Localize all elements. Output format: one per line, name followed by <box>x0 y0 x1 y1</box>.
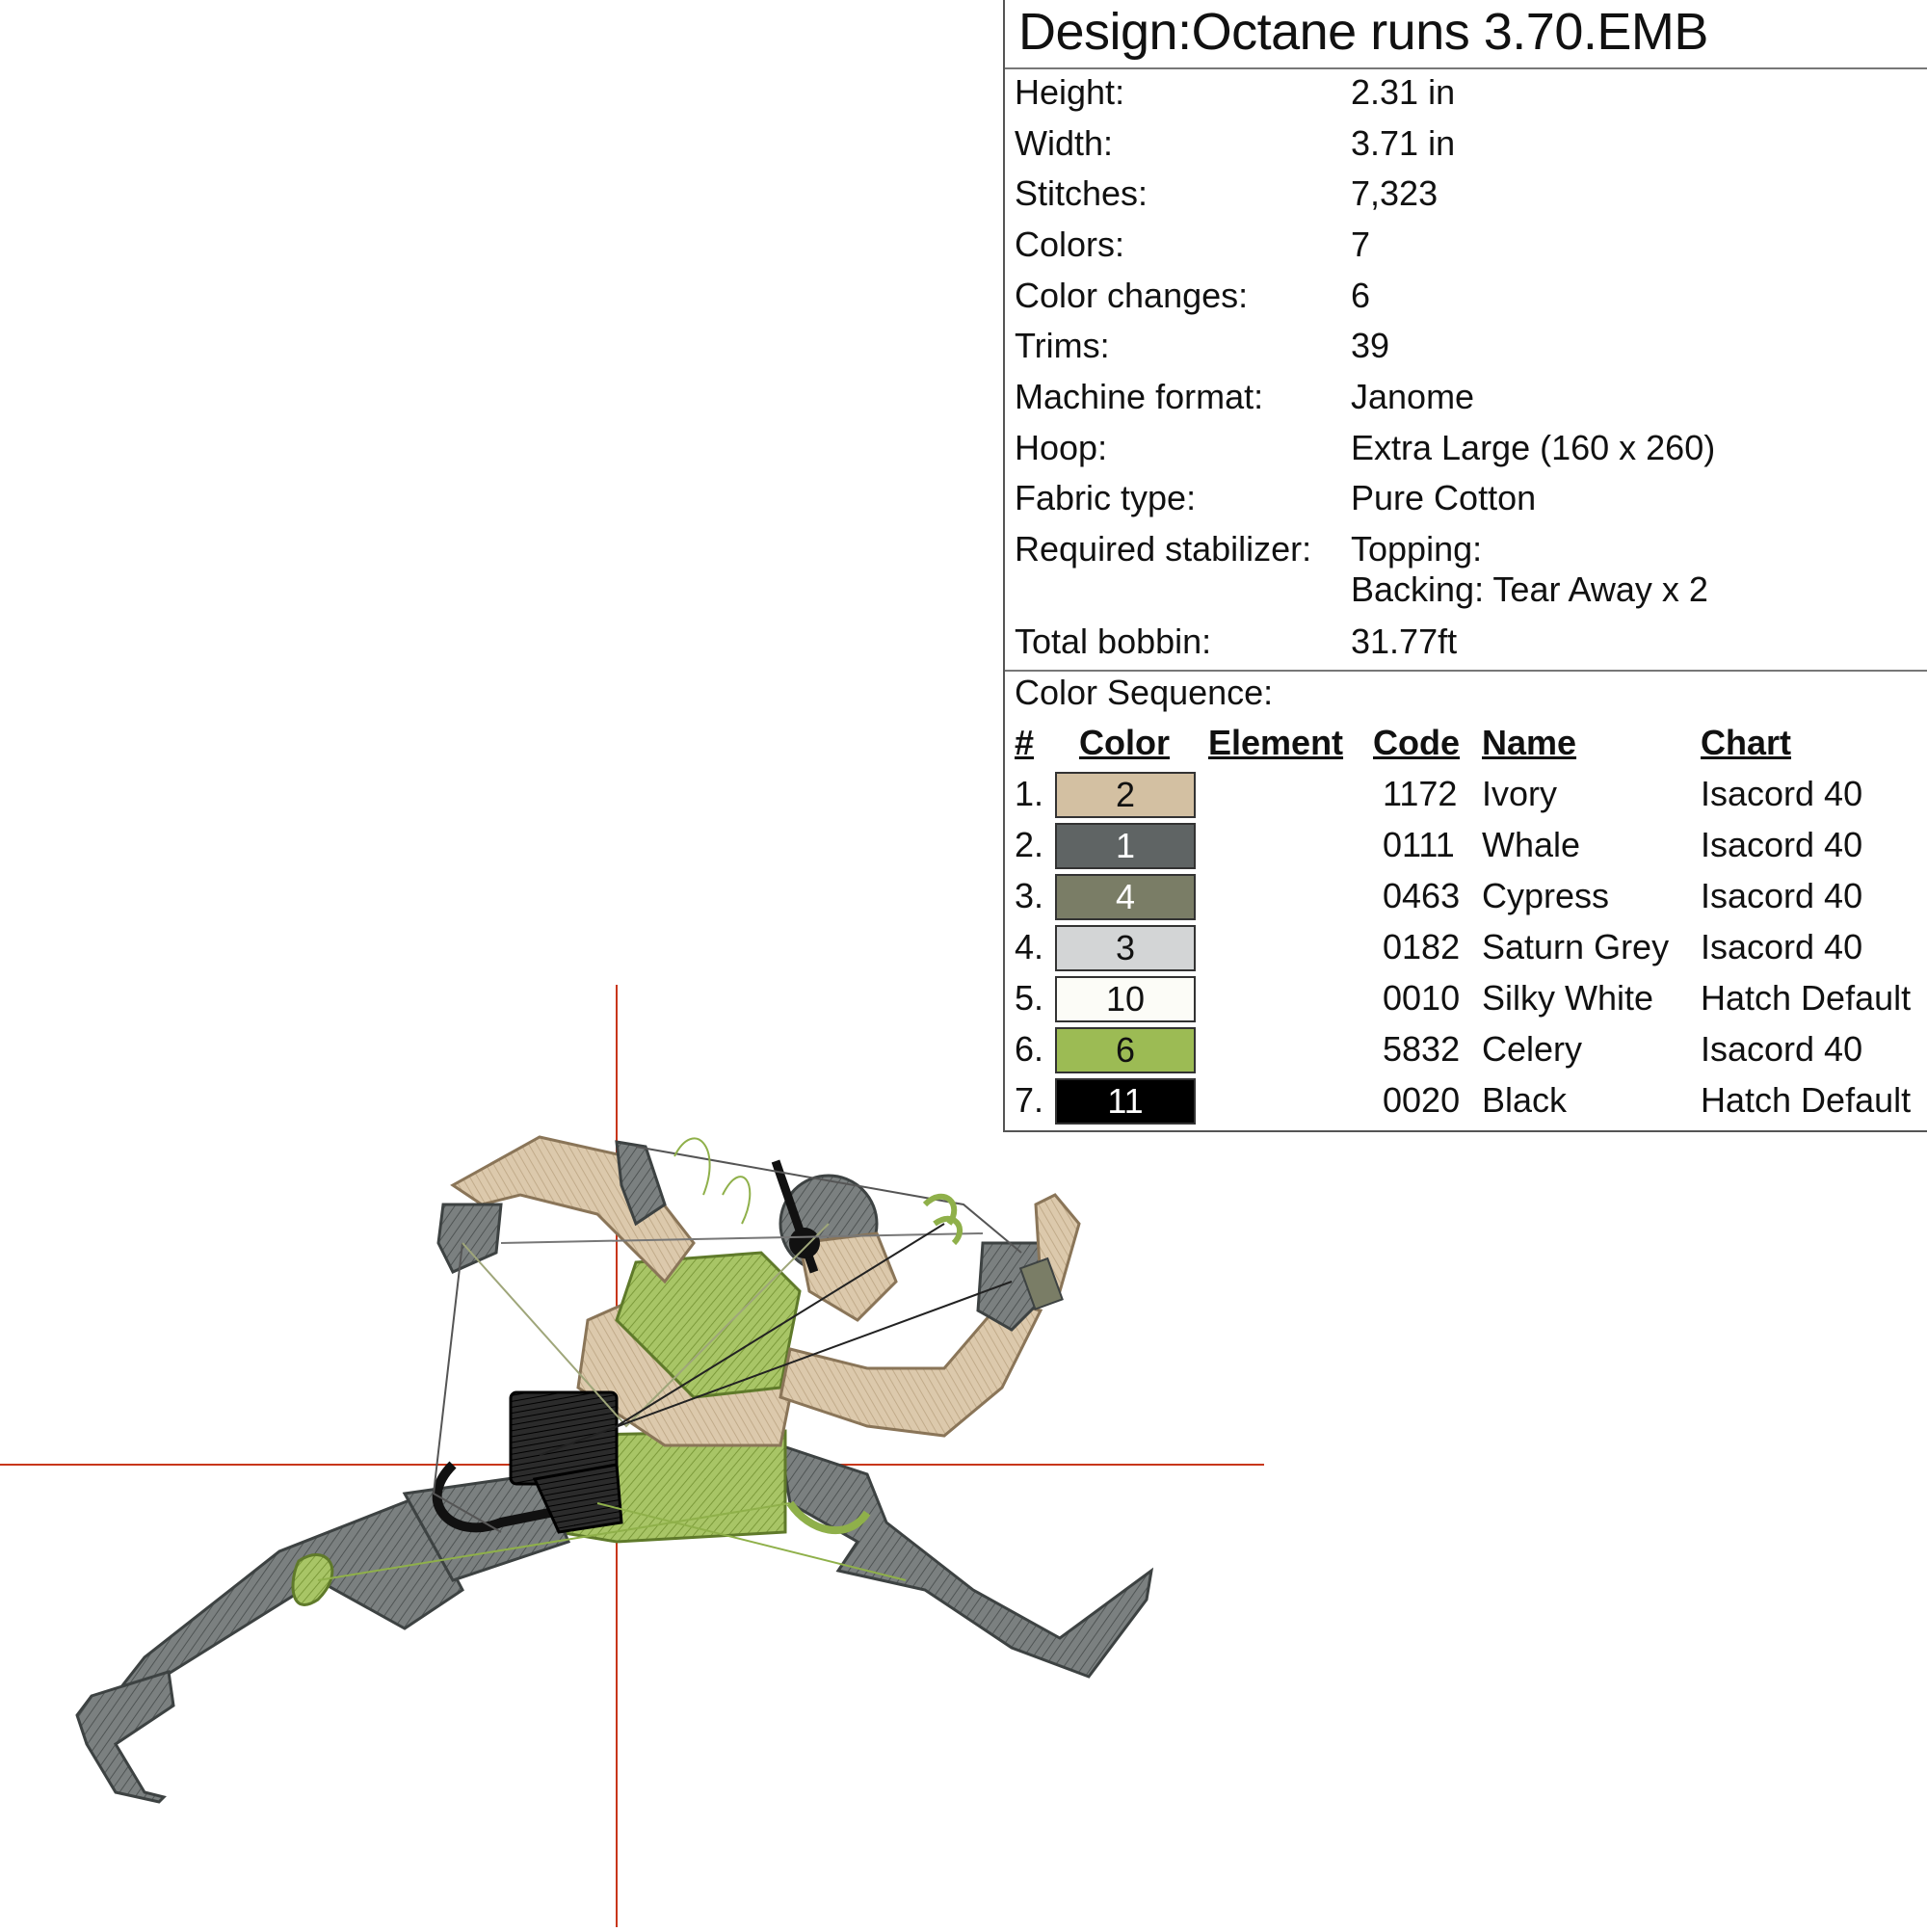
thread-chart: Isacord 40 <box>1701 825 1863 864</box>
thread-code: 0182 <box>1383 927 1461 966</box>
right-leg <box>779 1442 1154 1679</box>
width-value: 3.71 in <box>1351 123 1456 163</box>
bobbin-value: 31.77ft <box>1351 622 1458 661</box>
row-number: 1. <box>1015 774 1044 813</box>
thread-code: 1172 <box>1383 774 1458 813</box>
thread-name: Ivory <box>1482 774 1558 813</box>
row-number: 5. <box>1015 978 1044 1018</box>
stabilizer-topping: Topping: <box>1351 529 1483 569</box>
color-swatch: 11 <box>1055 1078 1196 1125</box>
row-number: 2. <box>1015 825 1044 864</box>
design-preview <box>0 985 1264 1927</box>
thread-code: 0111 <box>1383 825 1455 864</box>
stabilizer-backing: Backing: Tear Away x 2 <box>1351 569 1708 609</box>
color-changes-value: 6 <box>1351 276 1371 315</box>
row-number: 4. <box>1015 927 1044 966</box>
thread-name: Cypress <box>1482 876 1610 915</box>
back-arm <box>436 1135 696 1284</box>
color-changes-label: Color changes: <box>1015 276 1249 315</box>
color-swatch: 4 <box>1055 874 1196 920</box>
stitches-value: 7,323 <box>1351 173 1439 213</box>
thread-name: Celery <box>1482 1029 1583 1069</box>
color-row: 5. 10 0010 Silky White Hatch Default <box>1005 973 1927 1024</box>
color-sequence-title: Color Sequence: <box>1015 673 1274 712</box>
header-code: Code <box>1373 723 1460 762</box>
properties-divider <box>1005 670 1927 672</box>
hoop-label: Hoop: <box>1015 428 1108 467</box>
stabilizer-label: Required stabilizer: <box>1015 529 1312 569</box>
color-row: 1. 2 1172 Ivory Isacord 40 <box>1005 769 1927 820</box>
thread-code: 0010 <box>1383 978 1461 1018</box>
header-color: Color <box>1079 723 1170 762</box>
fabric-type-label: Fabric type: <box>1015 478 1197 517</box>
color-swatch: 10 <box>1055 976 1196 1022</box>
width-label: Width: <box>1015 123 1114 163</box>
thread-chart: Isacord 40 <box>1701 876 1863 915</box>
thread-name: Saturn Grey <box>1482 927 1670 966</box>
color-swatch: 6 <box>1055 1027 1196 1073</box>
title-divider <box>1005 67 1927 69</box>
color-row: 3. 4 0463 Cypress Isacord 40 <box>1005 871 1927 922</box>
design-title: Design:Octane runs 3.70.EMB <box>1018 3 1708 61</box>
embroidery-artwork <box>0 985 1264 1927</box>
row-number: 3. <box>1015 876 1044 915</box>
colors-label: Colors: <box>1015 225 1125 264</box>
header-num: # <box>1015 723 1035 762</box>
height-value: 2.31 in <box>1351 72 1456 112</box>
thread-code: 5832 <box>1383 1029 1461 1069</box>
row-number: 7. <box>1015 1080 1044 1120</box>
thread-chart: Isacord 40 <box>1701 774 1863 813</box>
color-row: 6. 6 5832 Celery Isacord 40 <box>1005 1024 1927 1075</box>
header-chart: Chart <box>1701 723 1792 762</box>
row-number: 6. <box>1015 1029 1044 1069</box>
colors-value: 7 <box>1351 225 1371 264</box>
shirt <box>615 1251 802 1399</box>
header-name: Name <box>1482 723 1577 762</box>
color-row: 4. 3 0182 Saturn Grey Isacord 40 <box>1005 922 1927 973</box>
color-swatch: 1 <box>1055 823 1196 869</box>
hoop-value: Extra Large (160 x 260) <box>1351 428 1716 467</box>
trims-label: Trims: <box>1015 326 1110 365</box>
color-row: 7. 11 0020 Black Hatch Default <box>1005 1075 1927 1126</box>
jump-threads <box>317 1137 1022 1581</box>
thread-chart: Isacord 40 <box>1701 1029 1863 1069</box>
thread-chart: Isacord 40 <box>1701 927 1863 966</box>
fabric-type-value: Pure Cotton <box>1351 478 1537 517</box>
thread-name: Black <box>1482 1080 1568 1120</box>
left-leg <box>75 1496 464 1804</box>
thread-name: Silky White <box>1482 978 1654 1018</box>
thread-code: 0463 <box>1383 876 1461 915</box>
pouch-strap <box>432 1461 598 1533</box>
stitches-label: Stitches: <box>1015 173 1148 213</box>
machine-format-label: Machine format: <box>1015 377 1264 416</box>
thread-chart: Hatch Default <box>1701 978 1912 1018</box>
thread-code: 0020 <box>1383 1080 1461 1120</box>
color-swatch: 3 <box>1055 925 1196 971</box>
color-swatch: 2 <box>1055 772 1196 818</box>
thread-name: Whale <box>1482 825 1581 864</box>
design-info-panel: Design:Octane runs 3.70.EMB Height: 2.31… <box>1003 0 1927 1132</box>
front-arm <box>779 1193 1081 1438</box>
height-label: Height: <box>1015 72 1125 112</box>
machine-format-value: Janome <box>1351 377 1475 416</box>
color-row: 2. 1 0111 Whale Isacord 40 <box>1005 820 1927 871</box>
bobbin-label: Total bobbin: <box>1015 622 1212 661</box>
thread-chart: Hatch Default <box>1701 1080 1912 1120</box>
trims-value: 39 <box>1351 326 1390 365</box>
header-element: Element <box>1208 723 1344 762</box>
leg-pouch <box>532 1463 623 1534</box>
